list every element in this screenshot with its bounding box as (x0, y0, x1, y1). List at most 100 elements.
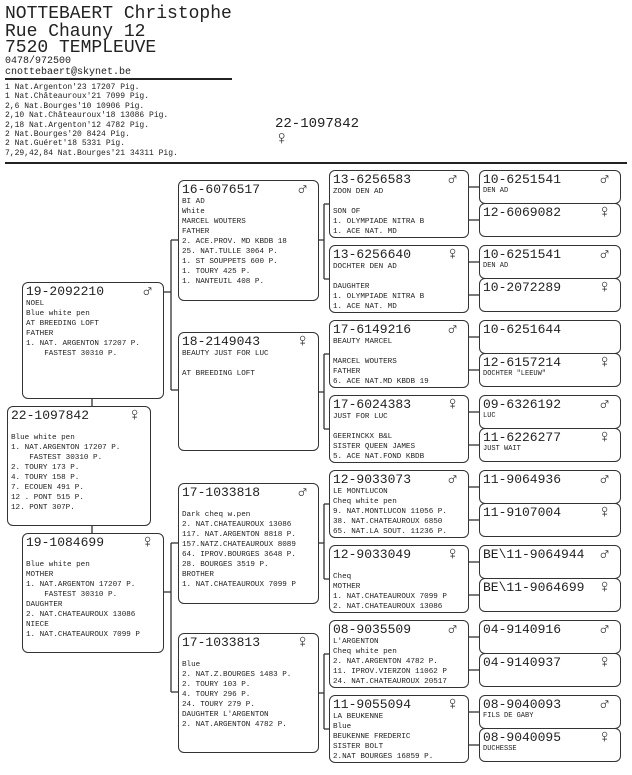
ring-number: 04-9140916 (483, 622, 562, 637)
female-icon: ♀ (447, 695, 458, 715)
pigeon-detail-line: FATHER (182, 228, 210, 236)
pigeon-card: 08-9040093♂FILS DE GABY (479, 695, 621, 729)
ring-number: 12-9033049 (333, 547, 412, 562)
pigeon-detail-line: Blue white pen (26, 310, 90, 318)
pigeon-detail-line: 1. NAT.CHATEAUROUX 7099 P (182, 581, 296, 589)
ring-number: 19-2092210 (26, 284, 105, 299)
ring-number: 08-9040093 (483, 697, 562, 712)
pigeon-detail-line: 2. NAT.CHATEAUROUX 13086 (182, 521, 292, 529)
pigeon-detail-line: FASTEST 30310 P. (26, 591, 118, 599)
ring-number: 22-1097842 (11, 408, 90, 423)
ring-number: 13-6256583 (333, 172, 412, 187)
pigeon-detail-line: 117. NAT.ARGENTON 8818 P. (182, 531, 296, 539)
male-icon: ♂ (447, 620, 458, 640)
pigeon-card: 10-2072289 ♀ (479, 278, 621, 312)
male-icon: ♂ (447, 470, 458, 490)
owner-name: NOTTEBAERT Christophe (5, 4, 232, 24)
owner-street: Rue Chauny 12 (5, 22, 146, 42)
pigeon-detail-line: 9. NAT.MONTLUCON 11056 P. (333, 508, 447, 516)
pigeon-detail-line: 2. TOURY 173 P. (11, 464, 80, 472)
ring-number: 12-9033073 (333, 472, 412, 487)
pigeon-detail-line: 12 . PONT 515 P. (11, 494, 84, 502)
pigeon-detail-line (333, 422, 465, 432)
pigeon-detail-line: 2. ACE.PROV. MD KBDB 18 (182, 238, 287, 246)
female-icon: ♀ (297, 633, 308, 653)
pigeon-detail-line: 2. NAT.Z.BOURGES 1483 P. (182, 671, 292, 679)
pigeon-detail-line: 157.NATZ.CHATEAUROUX 8089 (182, 541, 296, 549)
pigeon-detail-line: FASTEST 30310 P. (11, 454, 103, 462)
pigeon-detail-line: 12. PONT 307P. (11, 504, 75, 512)
ring-number: 12-6157214 (483, 355, 562, 370)
pigeon-detail-line: 1. NANTEUIL 408 P. (182, 278, 265, 286)
female-icon: ♀ (129, 406, 140, 426)
male-icon: ♂ (599, 620, 610, 640)
pigeon-detail-line: 1. OLYMPIADE NITRA B (333, 218, 425, 226)
female-icon: ♀ (447, 395, 458, 415)
pigeon-detail-line: 11. IPROV.VIERZON 11062 P (333, 668, 447, 676)
result-line: 2,18 Nat.Argenton'12 4782 Pig. (5, 120, 150, 130)
pigeon-detail-line: SON OF (333, 208, 361, 216)
ring-number: 10-2072289 (483, 280, 562, 295)
ring-number: 17-6024383 (333, 397, 412, 412)
pigeon-card: 09-6326192♂LUC (479, 395, 621, 429)
pigeon-detail-line: BEUKENNE FREDERIC (333, 733, 411, 741)
female-icon: ♀ (599, 428, 610, 448)
pigeon-detail-line: DAUGHTER (26, 601, 63, 609)
pigeon-detail-line (11, 423, 147, 433)
ring-number: 17-1033818 (182, 485, 261, 500)
result-line: 7,29,42,84 Nat.Bourges'21 34311 Pig. (5, 148, 178, 158)
female-icon: ♀ (599, 578, 610, 598)
pigeon-detail-line: DEN AD (483, 187, 509, 195)
owner-city: 7520 TEMPLEUVE (5, 38, 157, 58)
pigeon-detail-line: 2.NAT BOURGES 16859 P. (333, 753, 434, 761)
ring-number: 19-1084699 (26, 535, 105, 550)
male-icon: ♂ (142, 282, 153, 302)
female-icon: ♀ (599, 728, 610, 748)
pigeon-detail-line (182, 500, 315, 510)
ring-number: BE\11-9064699 (483, 580, 585, 595)
ring-number: 11-6226277 (483, 430, 562, 445)
pigeon-detail-line: 1. NAT.ARGENTON 17207 P. (26, 581, 136, 589)
ring-number: 16-6076517 (182, 182, 261, 197)
pigeon-detail-line: JUST FOR LUC (333, 413, 388, 421)
result-line: 1 Nat.Châteauroux'21 7099 Pig. (5, 92, 150, 102)
pigeon-detail-line: 2. NAT.ARGENTON 4782 P. (182, 721, 287, 729)
pigeon-detail-line: 28. BOURGES 3519 P. (182, 561, 269, 569)
pigeon-card: 12-6069082♀ (479, 203, 621, 237)
pigeon-detail-line: Cheq white pen (333, 648, 397, 656)
pigeon-detail-line: 7. ECOUEN 491 P. (11, 484, 84, 492)
pigeon-detail-line: FATHER (333, 368, 361, 376)
pigeon-detail-line: 4. TOURY 296 P. (182, 691, 251, 699)
pigeon-detail-line: 2. NAT.CHATEAUROUX 13086 (26, 611, 136, 619)
male-icon: ♂ (599, 545, 610, 565)
female-icon: ♀ (447, 545, 458, 565)
pigeon-detail-line: 1. NAT. ARGENTON 17207 P. (26, 340, 140, 348)
pigeon-detail-line: Blue (333, 723, 352, 731)
female-icon: ♀ (599, 203, 610, 223)
pigeon-detail-line: MOTHER (26, 571, 54, 579)
ring-number: BE\11-9064944 (483, 547, 585, 562)
pigeon-detail-line: Blue white pen (11, 434, 75, 442)
ring-number: 13-6256640 (333, 247, 412, 262)
result-line: 2,6 Nat.Bourges'10 10906 Pig. (5, 101, 145, 111)
female-icon: ♀ (599, 653, 610, 673)
female-icon: ♀ (599, 278, 610, 298)
pigeon-detail-line: AT BREEDING LOFT (182, 370, 255, 378)
female-icon: ♀ (297, 332, 308, 352)
ring-number: 08-9040095 (483, 730, 562, 745)
pigeon-detail-line: 1. ACE NAT. MD (333, 228, 397, 236)
ring-number: 10-6251541 (483, 172, 562, 187)
pigeon-detail-line: SISTER BOLT (333, 743, 384, 751)
pigeon-detail-line: 2. NAT.ARGENTON 4782 P. (333, 658, 438, 666)
pigeon-detail-line: Cheq white pen (333, 498, 397, 506)
pigeon-detail-line: FILS DE GABY (483, 712, 534, 720)
